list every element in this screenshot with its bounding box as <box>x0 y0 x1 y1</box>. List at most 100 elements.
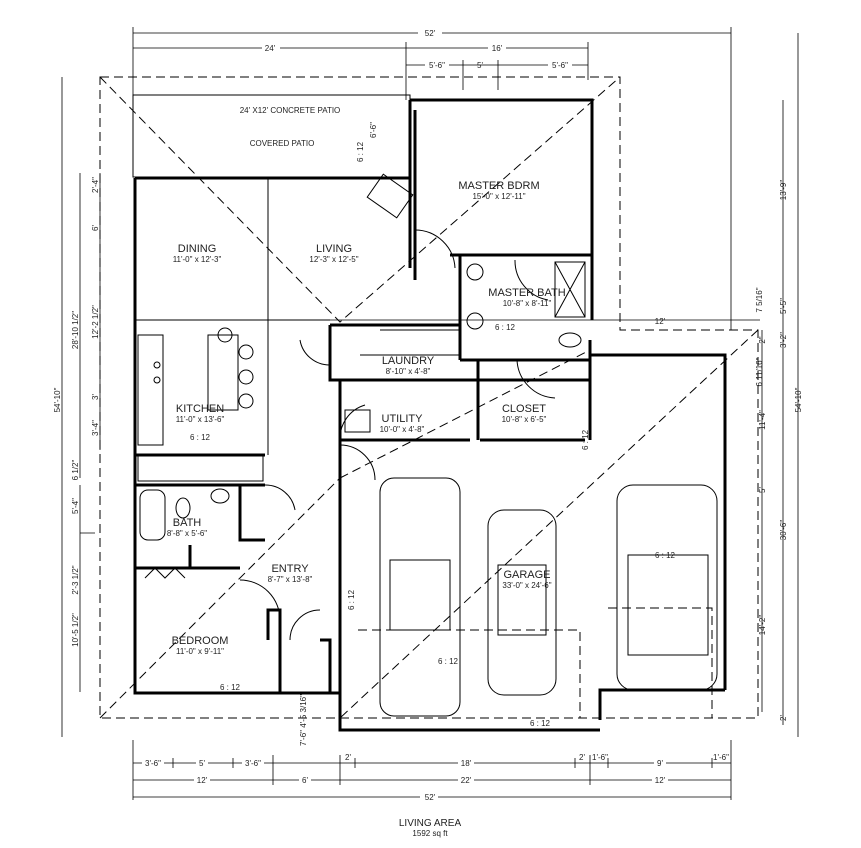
dim-left-seg: 12'-2 1/2" <box>91 305 100 339</box>
toilet <box>175 497 191 519</box>
room-closet: CLOSET <box>502 403 546 415</box>
sink <box>210 488 230 504</box>
truck <box>379 477 461 717</box>
stool <box>217 327 233 343</box>
room-laundry: LAUNDRY <box>382 355 435 367</box>
room-kitchen: KITCHEN <box>176 403 224 415</box>
dim-bottom-overall: 52' <box>425 793 436 802</box>
dim-top-right: 16' <box>492 44 503 53</box>
kitchen-island <box>207 334 239 411</box>
shower <box>554 261 586 318</box>
dim-bottom: 3'-6" <box>245 759 261 768</box>
dim-right-inner: 6 11/16" <box>755 357 764 386</box>
dim-right-outer: 30'-6" <box>779 520 788 541</box>
room-bath-size: 8'-8" x 5'-6" <box>167 529 207 538</box>
dim-top-sub-2: 5' <box>477 61 483 70</box>
dim-patio-depth: 6'-6" <box>369 122 378 138</box>
dim-bottom: 3'-6" <box>145 759 161 768</box>
living-area-value: 1592 sq ft <box>412 829 448 838</box>
dim-bottom: 9' <box>657 759 663 768</box>
roof-outline <box>99 76 759 719</box>
bifold-door <box>144 567 186 579</box>
dim-bottom: 2' <box>345 753 351 762</box>
room-dining-size: 11'-0" x 12'-3" <box>173 255 222 264</box>
room-living-size: 12'-3" x 12'-5" <box>309 255 358 264</box>
dim-right-overall: 54'-10" <box>794 387 803 412</box>
dim-top-sub-1: 5'-6" <box>429 61 445 70</box>
dim-left-seg: 5'-4" <box>71 498 80 514</box>
dim-top-sub-3: 5'-6" <box>552 61 568 70</box>
sink <box>466 263 484 281</box>
room-entry: ENTRY <box>271 563 309 575</box>
covered-patio-label: COVERED PATIO <box>250 139 315 148</box>
dim-bottom: 1'-6" <box>713 753 729 762</box>
room-master-bdrm-size: 15'-0" x 12'-11" <box>472 192 525 201</box>
bathtub <box>139 489 166 541</box>
kitchen-counter <box>137 334 164 446</box>
living-area-title: LIVING AREA <box>399 818 462 829</box>
dim-right-12: 12' <box>655 317 666 326</box>
room-garage: GARAGE <box>503 569 550 581</box>
fixtures <box>137 173 586 641</box>
roof-pitch-label: 6 : 12 <box>356 141 365 162</box>
room-closet-size: 10'-8" x 6'-5" <box>502 415 547 424</box>
dim-left-seg: 3'-4" <box>91 420 100 436</box>
dim-left-overall: 54'-10" <box>53 387 62 412</box>
patio-title: 24' X12' CONCRETE PATIO <box>240 106 341 115</box>
room-garage-size: 33'-0" x 24'-6" <box>502 581 551 590</box>
roof-pitch-label: 6 : 12 <box>530 719 551 728</box>
bottom-dims: 3'-6" 5' 3'-6" 2' 18' 2' 1'-6" 9' 1'-6" … <box>142 753 729 802</box>
dim-left-seg: 3' <box>91 394 100 400</box>
truck-cab <box>389 559 451 631</box>
dim-bottom: 5' <box>199 759 205 768</box>
dim-bottom: 18' <box>461 759 472 768</box>
dim-right-outer: 3'-2" <box>779 332 788 348</box>
room-dining: DINING <box>178 243 217 255</box>
room-laundry-size: 8'-10" x 4'-8" <box>386 367 431 376</box>
dim-top-left: 24' <box>265 44 276 53</box>
dim-bottom: 22' <box>461 776 472 785</box>
dim-right-inner: 14'-2" <box>758 615 767 636</box>
dim-entry-step: 7'-6" 4'-5 3/16" <box>299 694 308 746</box>
stool <box>238 369 254 385</box>
room-bath: BATH <box>173 517 202 529</box>
roof-pitch-label: 6 : 12 <box>655 551 676 560</box>
roof-pitch-label: 6 : 12 <box>347 589 356 610</box>
stove-burner <box>153 376 161 384</box>
roof-pitch-label: 6 : 12 <box>581 429 590 450</box>
dim-bottom: 1'-6" <box>592 753 608 762</box>
water-heater <box>344 409 371 433</box>
room-bedroom: BEDROOM <box>172 635 229 647</box>
dim-left-lower: 10'-5 1/2" <box>71 613 80 647</box>
dim-left-seg: 2'-4" <box>91 177 100 193</box>
dim-top-overall: 52' <box>425 29 436 38</box>
car <box>487 509 557 696</box>
room-bedroom-size: 11'-0" x 9'-11" <box>176 647 224 656</box>
sink <box>466 312 484 330</box>
fireplace <box>366 173 414 219</box>
dim-right-outer: 13'-9" <box>779 180 788 201</box>
room-living: LIVING <box>316 243 352 255</box>
room-entry-size: 8'-7" x 13'-8" <box>268 575 313 584</box>
room-kitchen-size: 11'-0" x 13'-6" <box>176 415 225 424</box>
suv <box>616 484 718 691</box>
dim-right-inner: 5' <box>758 487 767 493</box>
room-utility-size: 10'-0" x 4'-8" <box>380 425 425 434</box>
room-master-bath-size: 10'-8" x 8'-11" <box>503 299 552 308</box>
dimension-lines <box>61 27 799 800</box>
dim-left-upper: 28'-10 1/2" <box>71 311 80 349</box>
room-master-bdrm: MASTER BDRM <box>458 180 539 192</box>
dim-left-seg: 6' <box>91 225 100 231</box>
dim-right-outer: 5'-5" <box>779 298 788 314</box>
kitchen-counter-bottom <box>137 454 264 482</box>
toilet <box>558 332 582 348</box>
dim-right-inner: 7 5/16" <box>755 287 764 312</box>
room-utility: UTILITY <box>382 413 424 425</box>
dim-right-inner: 11'-4" <box>758 410 767 430</box>
dim-bottom: 6' <box>302 776 308 785</box>
stove-burner <box>153 361 161 369</box>
roof-pitch-label: 6 : 12 <box>438 657 459 666</box>
dim-right-inner: 2" <box>758 336 767 343</box>
roof-pitch-label: 6 : 12 <box>190 433 211 442</box>
